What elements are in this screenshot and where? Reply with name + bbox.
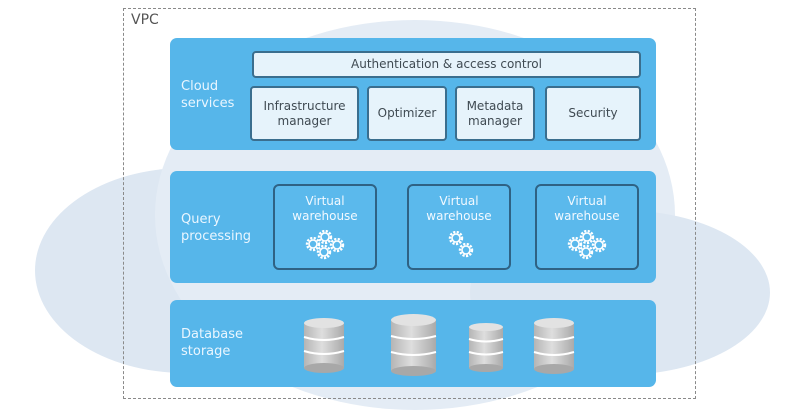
- optimizer-box: Optimizer: [367, 86, 447, 141]
- gears-four-icon: [567, 229, 607, 260]
- database-icon: [303, 318, 345, 373]
- auth-access-control-box: Authentication & access control: [252, 51, 641, 78]
- gears-two-icon: [448, 230, 474, 258]
- gears-four-icon: [305, 229, 345, 260]
- security-box: Security: [545, 86, 641, 141]
- cloud-services-label: Cloud services: [181, 79, 235, 111]
- query-processing-label: Query processing: [181, 212, 252, 244]
- cloud-services-layer: Cloud services Authentication & access c…: [170, 38, 656, 150]
- vpc-boundary: [123, 8, 696, 399]
- database-icon: [468, 323, 504, 372]
- database-icon: [390, 314, 437, 376]
- database-icon: [533, 318, 575, 374]
- vpc-label: VPC: [131, 12, 159, 28]
- database-storage-label: Database storage: [181, 327, 244, 359]
